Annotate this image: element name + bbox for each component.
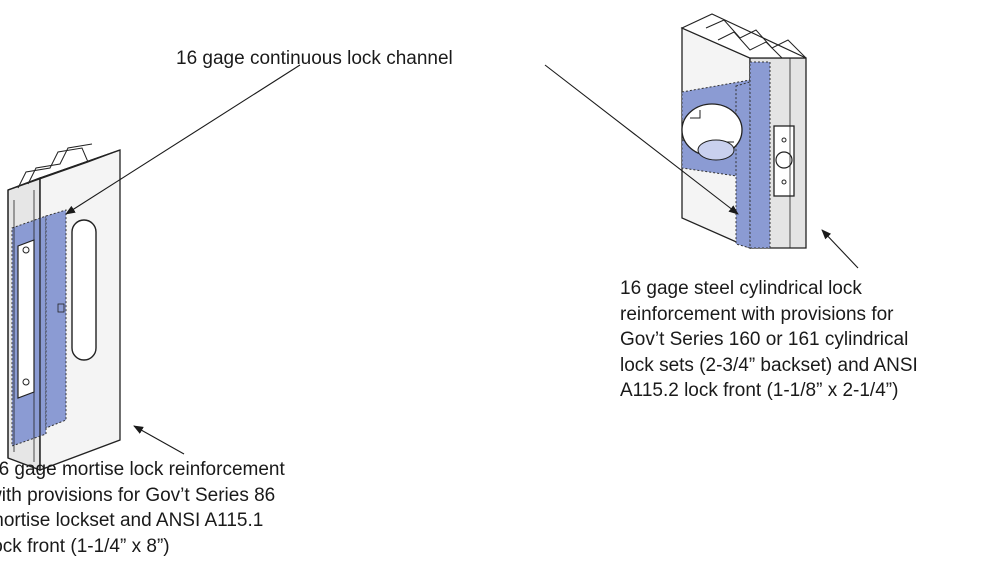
cylindrical-reinforcement-label: 16 gage steel cylindrical lock reinforce…	[620, 276, 918, 404]
channel-arrow-left	[65, 64, 301, 215]
cylindrical-label-line: reinforcement with provisions for	[620, 303, 894, 325]
mortise-label-line: 16 gage mortise lock reinforcement	[0, 459, 285, 480]
mortise-reinforcement-label: 16 gage mortise lock reinforcement with …	[0, 457, 285, 559]
cylindrical-label-line: Gov’t Series 160 or 161 cylindrical	[620, 329, 909, 350]
channel-label: 16 gage continuous lock channel	[176, 48, 453, 69]
cylindrical-label-line: A115.2 lock front (1-1/8” x 2-1/4”)	[620, 380, 899, 401]
mortise-label-line: mortise lockset and ANSI A115.1	[0, 510, 264, 531]
cylindrical-label-line: 16 gage steel cylindrical lock	[620, 278, 862, 299]
cylindrical-door-illustration	[680, 13, 807, 249]
cylindrical-arrow	[821, 229, 859, 269]
channel-arrow-right	[544, 64, 739, 215]
cylindrical-reinforcement-edge	[749, 61, 771, 249]
mortise-label-line: lock front (1-1/4” x 8”)	[0, 535, 170, 557]
cylindrical-label-line: lock sets (2-3/4” backset) and ANSI	[620, 354, 918, 376]
mortise-door-illustration	[7, 143, 121, 471]
mortise-label-line: with provisions for Gov’t Series 86	[0, 484, 276, 506]
mortise-arrow	[133, 425, 185, 455]
